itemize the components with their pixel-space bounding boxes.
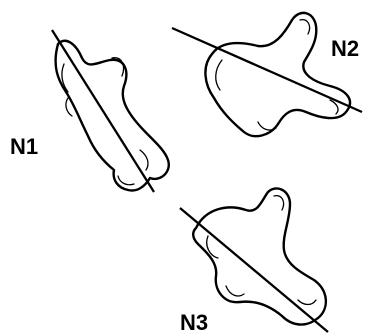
shape-n2 [172,13,362,136]
shape-n2-label: N2 [331,36,359,61]
shape-n1 [52,30,169,192]
shape-n3-label: N3 [180,310,208,334]
shape-n1-label: N1 [10,134,38,159]
